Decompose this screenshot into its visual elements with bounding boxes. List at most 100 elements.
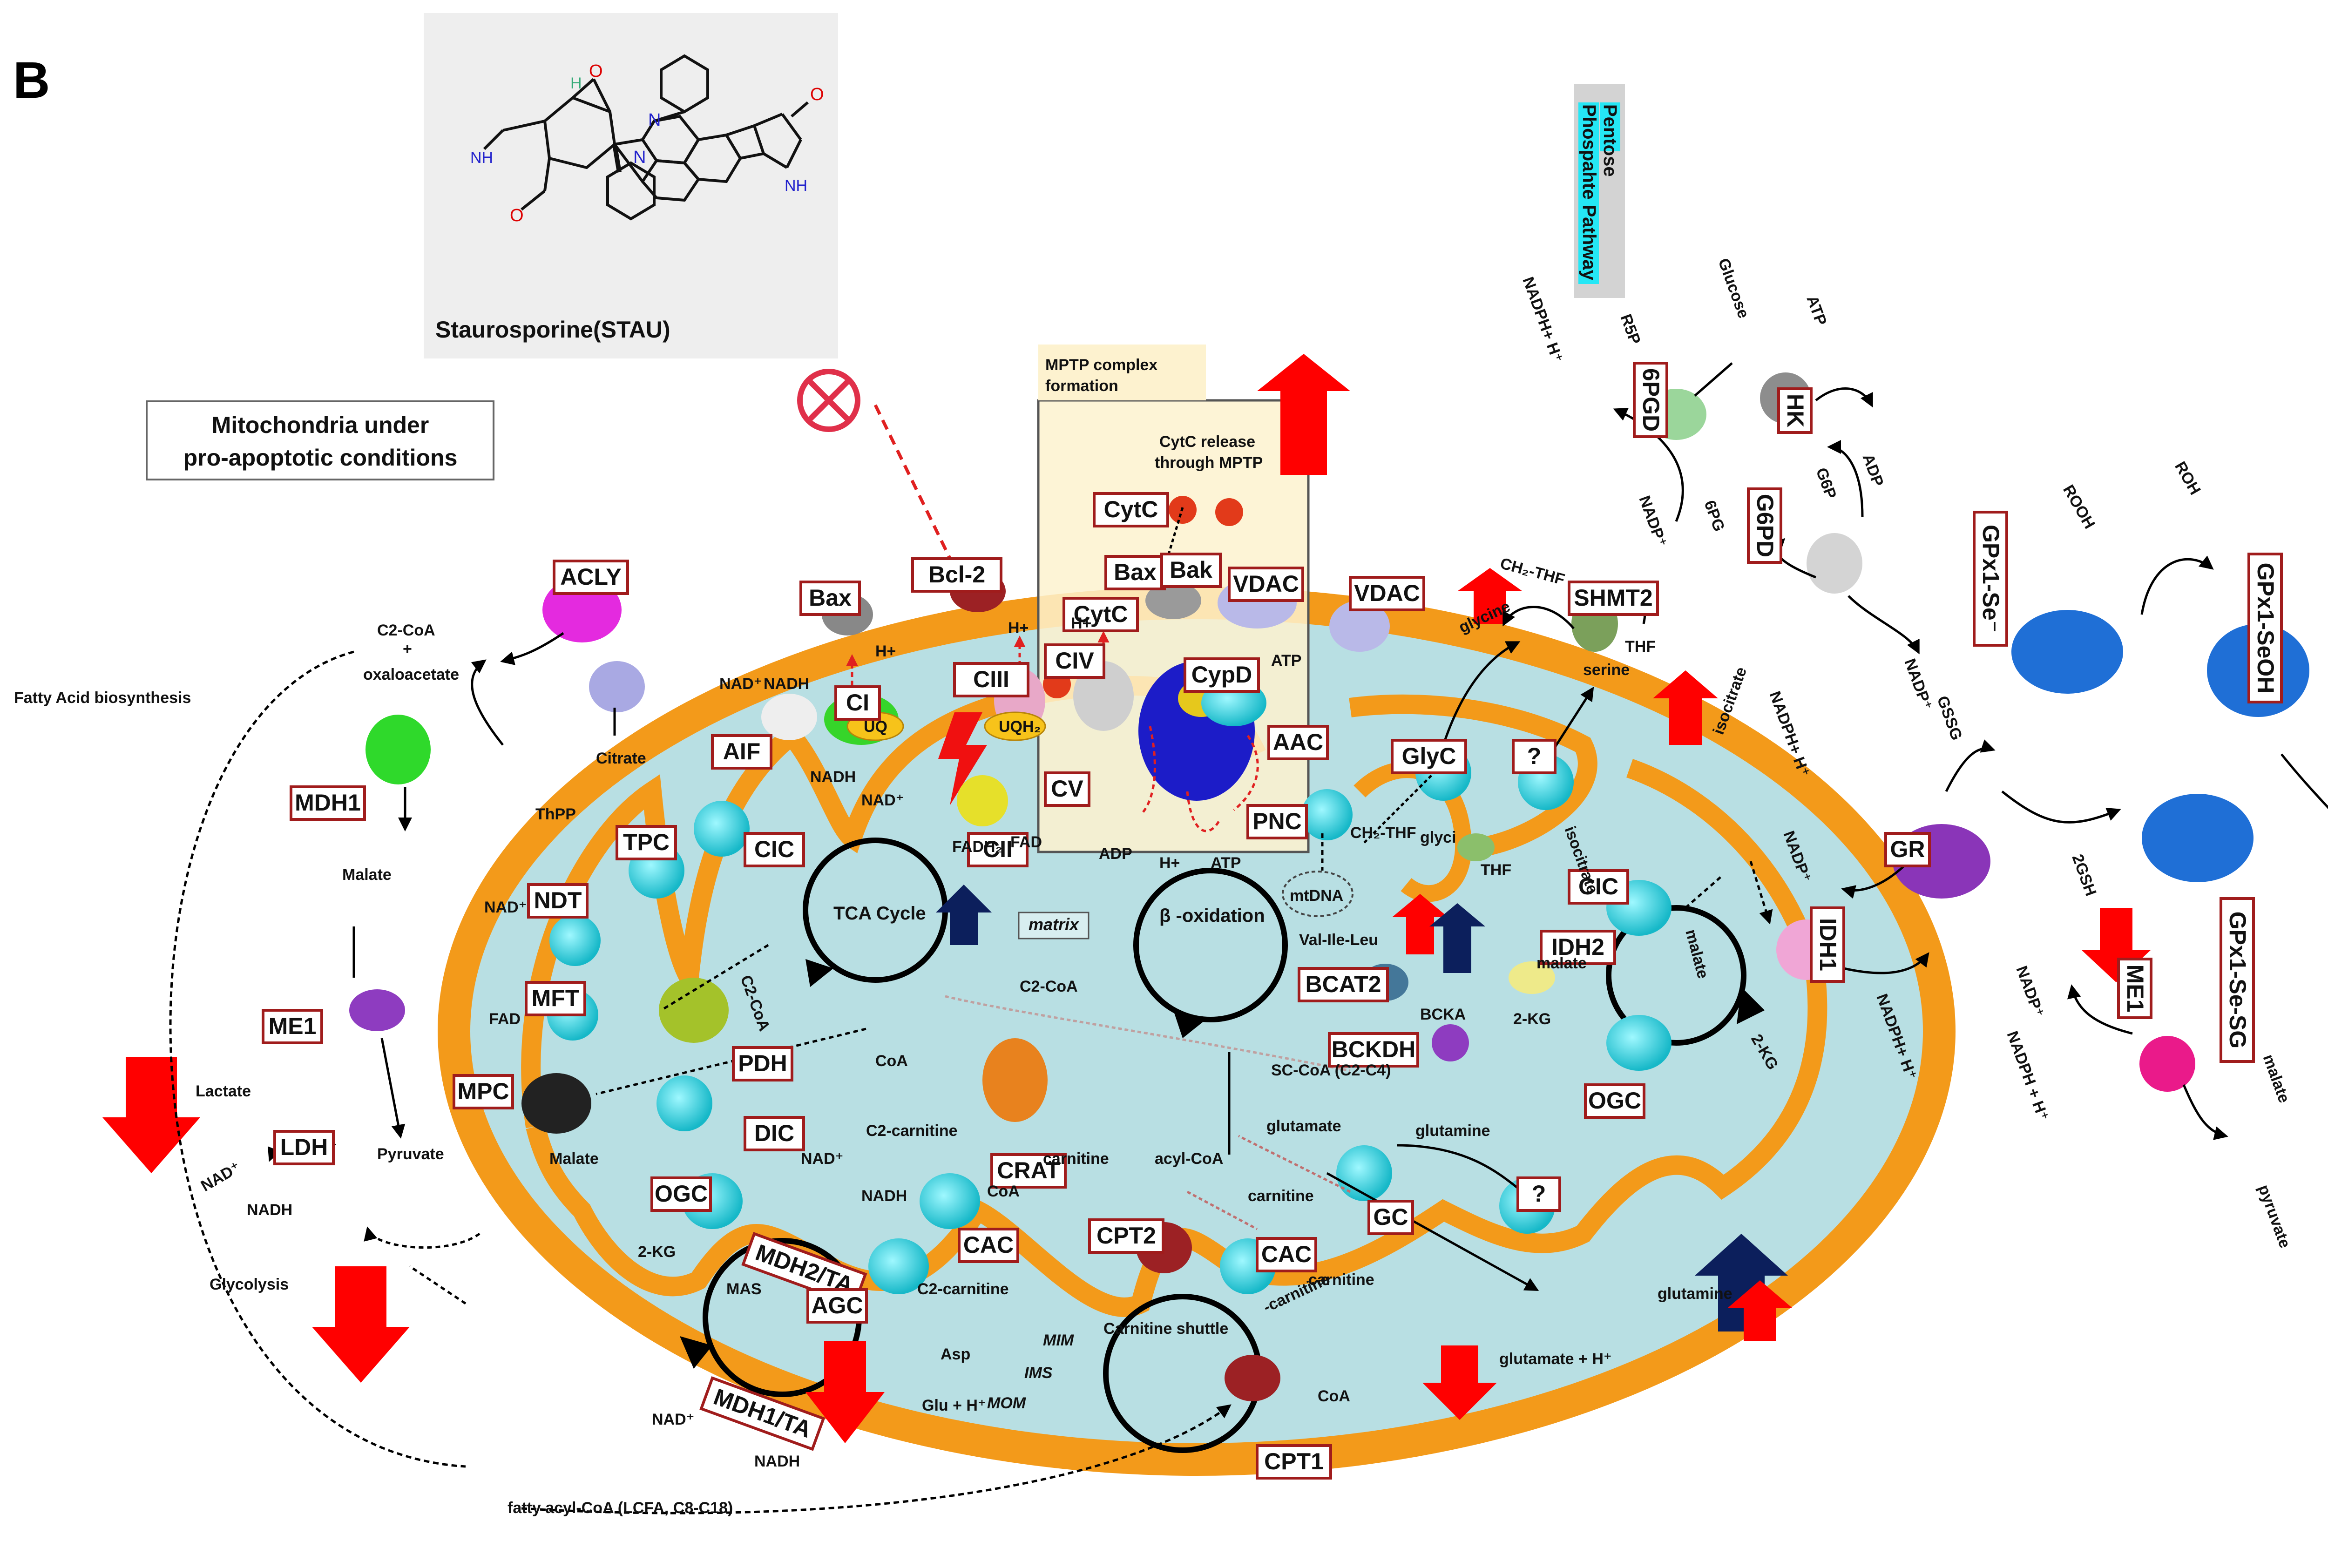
protein-label-box (1044, 643, 1105, 679)
protein-label-mft: MFT (525, 981, 586, 1016)
protein-label-cpt1: CPT1 (1256, 1444, 1332, 1480)
metabolite-label-nad3: NAD⁺ (801, 1150, 844, 1168)
protein-label-text: TPC (623, 829, 670, 855)
staurosporine-structure: H O N N NH O O NH Staurosporine(STAU) (424, 13, 838, 358)
protein-label-bckdh: BCKDH (1328, 1032, 1419, 1068)
metabolite-label-lactate: Lactate (196, 1082, 251, 1100)
protein-label-cv: CV (1044, 771, 1090, 807)
bak-protein-icon (1145, 582, 1201, 619)
metabolite-label-adp: ADP (1099, 845, 1132, 863)
metabolite-label-malate: Malate (342, 866, 392, 884)
protein-label-acly: ACLY (553, 560, 629, 595)
protein-label-pdh: PDH (732, 1046, 793, 1081)
metabolite-label-roh: ROH (2171, 459, 2204, 498)
protein-label-box (2220, 897, 2255, 1063)
metabolite-label-atp-hk: ATP (1803, 293, 1830, 328)
cii-protein-icon (957, 775, 1008, 826)
metabolite-label-malate2: Malate (549, 1150, 599, 1168)
protein-label-box (958, 1228, 1019, 1263)
bckdh-protein-icon (1432, 1024, 1469, 1061)
mom-label: MOM (987, 1394, 1026, 1412)
metabolite-label-nadph-h4: NADPH + H⁺ (2003, 1029, 2052, 1123)
metabolite-label-sccoa: SC-CoA (C2-C4) (1271, 1061, 1391, 1079)
uqh2-icon (984, 711, 1046, 741)
protein-label-text: AGC (811, 1292, 863, 1318)
protein-label-text: VDAC (1233, 571, 1299, 597)
mdh1-protein-icon (365, 715, 431, 784)
protein-label-box (1568, 581, 1659, 616)
protein-label-text: Bcl-2 (928, 561, 985, 588)
protein-label-text: CV (1051, 776, 1083, 802)
up-arrow-serine (1653, 670, 1718, 745)
protein-label-cac2: CAC (1256, 1237, 1317, 1272)
protein-label-gr: GR (1884, 832, 1931, 867)
protein-label-box (1298, 967, 1389, 1002)
metabolite-label-nadp: NADP⁺ (1635, 493, 1670, 549)
metabolite-label-gsh2: 2GSH (2068, 852, 2099, 899)
protein-label-ndt: NDT (527, 883, 589, 919)
protein-label-text: CI (846, 689, 869, 716)
cycle-labels: TCA Cycle β -oxidation Carnitine shuttle… (726, 903, 1265, 1338)
region-labels: matrix MIM IMS MOM (987, 912, 1090, 1412)
protein-label-box (1516, 1176, 1561, 1212)
stau-atom-o-methoxy: O (510, 206, 524, 225)
protein-label-box (1568, 869, 1629, 905)
ogc-protein-icon-2 (1606, 1015, 1672, 1071)
pathway-lines (169, 362, 2328, 1514)
protein-label-box (1777, 387, 1813, 434)
protein-label-text: ME1 (269, 1013, 317, 1039)
protein-label-q1: ? (1512, 739, 1557, 774)
protein-label-text: GPx1-Se⁻ (1978, 525, 2004, 633)
protein-label-box (744, 832, 805, 867)
protein-label-box (967, 832, 1029, 867)
agc-protein-icon (868, 1238, 929, 1294)
metabolite-label-thf2: THF (1481, 861, 1511, 879)
metabolite-label-nadp4: NADP⁺ (2012, 964, 2047, 1020)
metabolite-label-glycolysis: Glycolysis (210, 1276, 289, 1293)
protein-label-cpt2: CPT2 (1088, 1218, 1164, 1254)
metabolite-label-plus: + (403, 640, 412, 658)
lightning-icon (938, 712, 987, 805)
protein-label-box (1104, 555, 1166, 590)
metabolite-label-ch2thf2: CH₂-THF (1350, 824, 1416, 842)
stau-atom-n2: N (633, 148, 646, 167)
protein-label-box (699, 1376, 826, 1451)
protein-label-text: HK (1782, 394, 1808, 427)
protein-label-box (1246, 804, 1308, 839)
protein-label-box (1747, 487, 1782, 564)
protein-label-box (453, 1074, 514, 1109)
protein-label-me1b: ME1 (2117, 958, 2152, 1019)
metabolite-label-atp-aac: ATP (1271, 652, 1301, 669)
carnitine-shuttle-label: Carnitine shuttle (1103, 1320, 1228, 1338)
metabolite-label-pyruvate-me: pyruvate (2254, 1183, 2294, 1250)
metabolite-label-kg-in: 2-KG (1513, 1010, 1551, 1028)
protein-label-gc: GC (1367, 1200, 1414, 1235)
metabolite-label-nad-plus: NAD⁺ (198, 1158, 244, 1195)
metabolite-label-nadh3: NADH (861, 1187, 907, 1205)
protein-label-cac1: CAC (958, 1228, 1019, 1263)
protein-label-box (1256, 1444, 1332, 1480)
stau-atom-o-carbonyl: O (810, 85, 824, 104)
protein-label-mdh1: MDH1 (290, 785, 366, 821)
protein-label-text: SHMT2 (1574, 585, 1652, 611)
metabolite-label-nadph-h: NADPH+ H⁺ (1519, 275, 1566, 365)
metabolite-label-atp: ATP (1211, 854, 1241, 872)
inhibition-symbol (797, 369, 961, 578)
aif-protein-icon (761, 694, 817, 740)
metabolite-label-glutamine2: glutamine (1658, 1285, 1732, 1303)
protein-label-text: 6PGD (1638, 368, 1664, 432)
protein-label-pgd6: 6PGD (1633, 362, 1668, 438)
protein-label-ogc: OGC (650, 1176, 712, 1212)
protein-label-box (527, 883, 589, 919)
mas-label: MAS (726, 1280, 762, 1298)
protein-label-text: GC (1374, 1204, 1408, 1230)
panel-letter: B (13, 52, 50, 109)
me1-protein-icon-2 (2139, 1036, 2195, 1092)
protein-label-tpc: TPC (616, 825, 677, 860)
protein-label-text: MPC (457, 1078, 509, 1104)
protein-label-box (834, 685, 881, 721)
metabolite-label-nad-in: NAD⁺ (484, 899, 527, 916)
protein-label-cypd: CypD (1184, 657, 1260, 693)
protein-label-box (911, 557, 1002, 593)
